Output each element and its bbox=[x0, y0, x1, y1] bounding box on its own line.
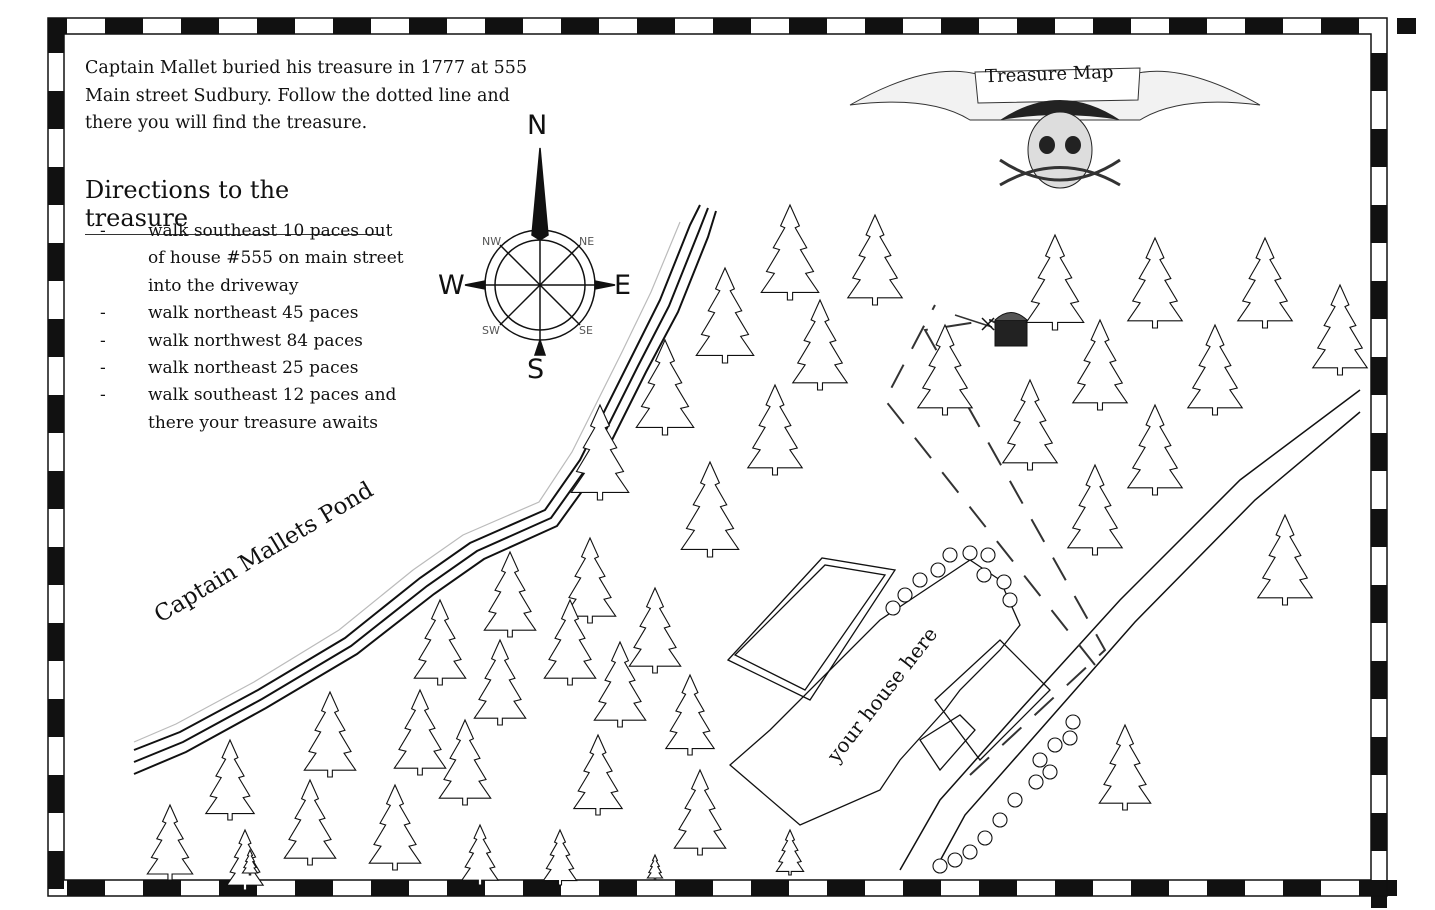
pine-tree-icon bbox=[1071, 318, 1129, 411]
pine-tree-icon bbox=[1256, 513, 1314, 606]
pine-tree-icon bbox=[368, 783, 422, 871]
pine-tree-icon bbox=[1025, 233, 1085, 331]
shrub-icon bbox=[885, 600, 901, 616]
pine-tree-icon bbox=[542, 828, 578, 886]
pine-tree-icon bbox=[473, 638, 527, 726]
compass-ne: NE bbox=[579, 235, 595, 248]
pond-shore bbox=[133, 204, 717, 775]
pine-tree-icon bbox=[1098, 723, 1152, 811]
treasure-path bbox=[883, 304, 1107, 776]
pine-tree-icon bbox=[241, 848, 259, 876]
pine-tree-icon bbox=[225, 828, 265, 891]
shrub-icon bbox=[897, 587, 913, 603]
pine-tree-icon bbox=[1066, 463, 1124, 556]
shrub-icon bbox=[1028, 774, 1044, 790]
shrub-icon bbox=[1007, 792, 1023, 808]
shrub-icon bbox=[912, 572, 928, 588]
main-street bbox=[899, 389, 1361, 871]
direction-step: -walk northeast 45 paces bbox=[100, 303, 359, 324]
pine-forest bbox=[146, 203, 1369, 891]
pine-tree-icon bbox=[572, 733, 624, 816]
pine-tree-icon bbox=[563, 536, 617, 624]
pine-tree-icon bbox=[760, 203, 820, 301]
compass-north: N bbox=[527, 110, 548, 141]
shrub-icon bbox=[930, 562, 946, 578]
compass-south: S bbox=[527, 354, 545, 385]
pine-tree-icon bbox=[664, 673, 716, 756]
compass-east: E bbox=[614, 270, 632, 301]
shrub-icon bbox=[980, 547, 996, 563]
pine-tree-icon bbox=[628, 586, 682, 674]
directions-list: -walk southeast 10 paces out of house #5… bbox=[100, 218, 408, 437]
pine-tree-icon bbox=[1186, 323, 1244, 416]
pine-tree-icon bbox=[413, 598, 467, 686]
shrub-icon bbox=[947, 852, 963, 868]
intro-text: Captain Mallet buried his treasure in 17… bbox=[85, 58, 528, 133]
shrub-icon bbox=[996, 574, 1012, 590]
shrub-icon bbox=[977, 830, 993, 846]
pine-tree-icon bbox=[775, 828, 805, 876]
pine-tree-icon bbox=[916, 323, 974, 416]
shrub-icon bbox=[992, 812, 1008, 828]
pine-tree-icon bbox=[438, 718, 492, 806]
compass-nw: NW bbox=[482, 235, 502, 248]
pine-tree-icon bbox=[791, 298, 849, 391]
pine-tree-icon bbox=[1236, 236, 1294, 329]
checkered-border bbox=[48, 18, 1416, 908]
pine-tree-icon bbox=[1126, 403, 1184, 496]
pine-tree-icon bbox=[746, 383, 804, 476]
pine-tree-icon bbox=[680, 460, 740, 558]
shrub-icon bbox=[962, 545, 978, 561]
pine-tree-icon bbox=[593, 640, 647, 728]
shrub-icon bbox=[976, 567, 992, 583]
pine-tree-icon bbox=[483, 550, 537, 638]
compass-west: W bbox=[438, 270, 465, 301]
direction-step: -walk southeast 10 paces out of house #5… bbox=[100, 221, 404, 296]
pine-tree-icon bbox=[1311, 283, 1369, 376]
directions-title: Directions to the treasure bbox=[85, 176, 383, 235]
pine-tree-icon bbox=[283, 778, 337, 866]
shrub-icon bbox=[1062, 730, 1078, 746]
compass-se: SE bbox=[579, 324, 593, 337]
shrub-icon bbox=[1065, 714, 1081, 730]
shrub-icon bbox=[1002, 592, 1018, 608]
direction-step: -walk northeast 25 paces bbox=[100, 358, 359, 379]
treasure-chest-icon bbox=[954, 312, 1028, 347]
pine-tree-icon bbox=[673, 768, 727, 856]
shrub-icon bbox=[1047, 737, 1063, 753]
shrub-icon bbox=[1042, 764, 1058, 780]
compass-rose-icon bbox=[464, 147, 616, 356]
pond-shore-shadow bbox=[133, 221, 681, 743]
pine-tree-icon bbox=[204, 738, 256, 821]
pine-tree-icon bbox=[646, 853, 664, 881]
pine-tree-icon bbox=[695, 266, 755, 364]
pine-tree-icon bbox=[570, 403, 630, 501]
shrub-icon bbox=[932, 858, 948, 874]
house-outline bbox=[726, 557, 1051, 826]
pine-tree-icon bbox=[1126, 236, 1184, 329]
pine-tree-icon bbox=[1001, 378, 1059, 471]
compass-sw: SW bbox=[482, 324, 500, 337]
pine-tree-icon bbox=[393, 688, 447, 776]
shrub-icon bbox=[962, 844, 978, 860]
pine-tree-icon bbox=[303, 690, 357, 778]
direction-step: -walk southeast 12 paces and there your … bbox=[100, 385, 397, 433]
skull-crossbones-icon bbox=[849, 67, 1261, 189]
direction-step: -walk northwest 84 paces bbox=[100, 330, 363, 351]
shrub-icon bbox=[1032, 752, 1048, 768]
pine-tree-icon bbox=[635, 338, 695, 436]
shrubs bbox=[885, 545, 1081, 874]
pine-tree-icon bbox=[460, 823, 500, 886]
pine-tree-icon bbox=[543, 598, 597, 686]
map-title: Treasure Map bbox=[984, 61, 1114, 88]
shrub-icon bbox=[942, 547, 958, 563]
pine-tree-icon bbox=[146, 803, 194, 881]
pine-tree-icon bbox=[846, 213, 904, 306]
